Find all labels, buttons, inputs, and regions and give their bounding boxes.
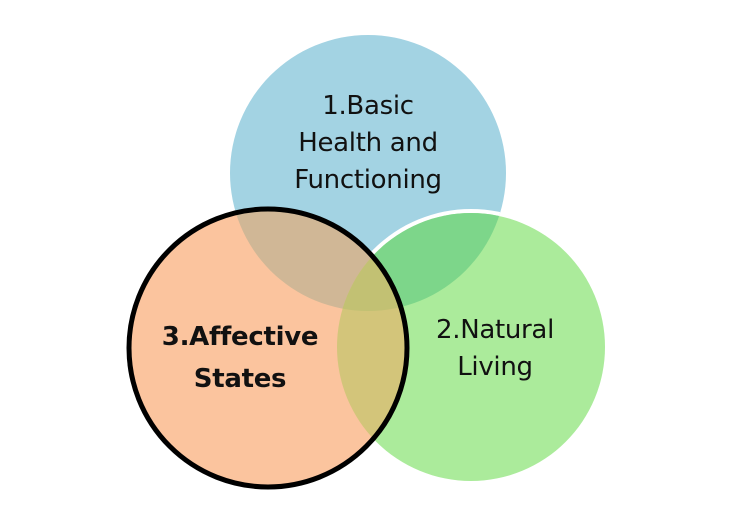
label-line: 1.Basic bbox=[322, 91, 414, 121]
overlap-blue-orange bbox=[230, 209, 407, 311]
label-line: 2.Natural bbox=[435, 315, 554, 345]
label-basic-health: 1.Basic Health and Functioning bbox=[268, 88, 468, 199]
label-natural-living: 2.Natural Living bbox=[405, 312, 585, 386]
label-line: Living bbox=[457, 352, 533, 382]
label-line: Functioning bbox=[294, 165, 442, 195]
label-affective-states: 3.Affective States bbox=[140, 316, 340, 400]
label-line: Health and bbox=[298, 128, 438, 158]
label-line: 3.Affective bbox=[161, 322, 319, 352]
overlap-blue-green bbox=[337, 213, 506, 311]
circle-affective-states-outline bbox=[126, 206, 410, 490]
label-line: States bbox=[193, 364, 287, 394]
